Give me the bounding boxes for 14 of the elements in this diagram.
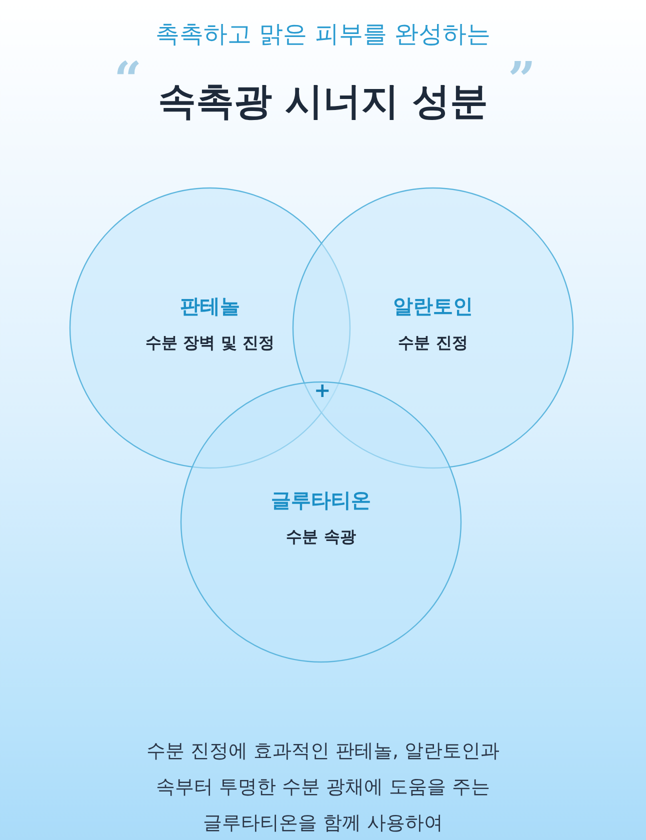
quote-mark: ” [508,52,536,108]
subtitle: 촉촉하고 맑은 피부를 완성하는 [154,19,492,50]
title: 속촉광 시너지 성분 [156,78,490,125]
ingredient-effect: 수분 진정 [397,333,469,354]
venn-circle [180,381,462,663]
description: 수분 진정에 효과적인 판테놀, 알란토인과 속부터 투명한 수분 광채에 도움을 주는 글루타티온을 함께 사용하여 [145,739,501,836]
ingredient-effect: 수분 속광 [285,527,357,548]
ingredient-effect: 수분 장벽 및 진정 [144,333,276,354]
quote-mark: “ [114,52,142,108]
ingredient-name: 알란토인 [392,293,474,320]
venn-circle [292,187,574,469]
ingredient-name: 판테놀 [179,293,241,320]
ingredient-name: 글루타티온 [270,487,372,514]
plus-sign: + [314,378,331,402]
